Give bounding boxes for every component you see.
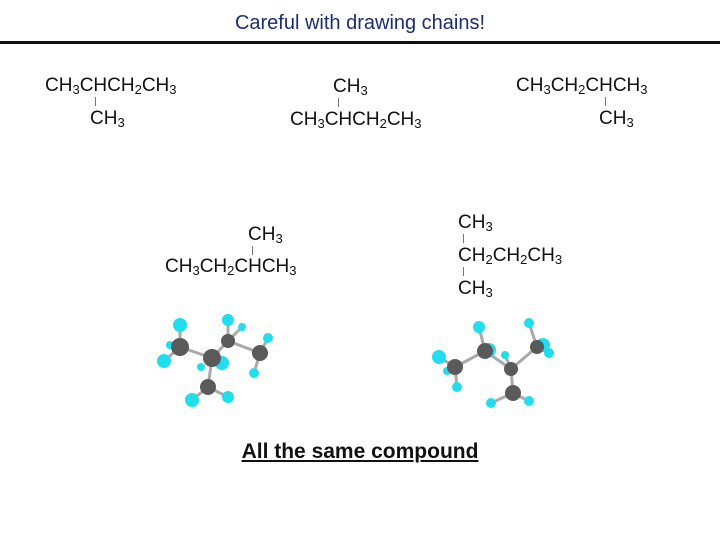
formula-subscript: 3 [485,285,493,300]
formula-subscript: 3 [169,82,177,97]
formula-group: CHCH [79,75,135,96]
bond-line [252,246,253,255]
formula-subscript: 3 [414,116,422,131]
formula-group: CHCH [234,256,290,277]
formula-subscript: 2 [227,263,235,278]
bond-line [338,98,339,107]
formula-subscript: 2 [520,252,528,267]
formula-group: CH [458,278,486,299]
formula-group: CH [550,75,579,96]
formula-group: CH [290,109,318,130]
formula-group: CH [333,76,361,97]
formula-row: CH3CHCH2CH3 [45,75,177,97]
formula-subscript: 3 [117,115,125,130]
formula-group: CHCH [324,109,380,130]
title-divider [0,41,720,44]
ball-and-stick-model-left [157,314,273,407]
formula-row: CH3CHCH2CH3 [290,109,422,131]
formula-subscript: 2 [379,116,387,131]
formula-row: CH3CH2CHCH3 [165,256,297,278]
formula-group: CH [165,256,193,277]
formula-row: CH3 [458,278,493,300]
formula-subscript: 3 [640,82,648,97]
formula-subscript: 3 [485,219,493,234]
formula-subscript: 3 [317,116,325,131]
formula-subscript: 3 [192,263,200,278]
formula-group: CH [248,224,276,245]
ball-and-stick-model-right [432,318,554,408]
formula-group: CH [527,245,555,266]
formula-group: CH [458,212,486,233]
bond-line [95,97,96,106]
formula-group: CH [141,75,170,96]
formula-subscript: 3 [72,82,80,97]
formula-subscript: 3 [543,82,551,97]
formula-row: CH3 [599,108,634,130]
formula-row: CH3 [333,76,368,98]
formula-group: CH [492,245,521,266]
formula-subscript: 3 [289,263,297,278]
formula-group: CH [90,108,118,129]
formula-subscript: 2 [578,82,586,97]
formula-group: CH [458,245,486,266]
formula-row: CH3 [458,212,493,234]
bond-line [463,267,464,276]
formula-row: CH2CH2CH3 [458,245,563,267]
bond-line [605,97,606,106]
formula-group: CH [599,108,627,129]
caption-text: All the same compound [241,440,479,463]
formula-group: CH [516,75,544,96]
formula-subscript: 3 [360,83,368,98]
formula-subscript: 2 [485,252,493,267]
formula-group: CHCH [585,75,641,96]
page-title: Careful with drawing chains! [234,12,486,34]
formula-row: CH3 [90,108,125,130]
formula-subscript: 3 [275,231,283,246]
formula-subscript: 2 [134,82,142,97]
formula-row: CH3 [248,224,283,246]
formula-group: CH [45,75,73,96]
formula-subscript: 3 [554,252,563,267]
formula-group: CH [199,256,228,277]
formula-row: CH3CH2CHCH3 [516,75,648,97]
formula-subscript: 3 [626,115,634,130]
bond-line [463,234,464,243]
formula-group: CH [386,109,415,130]
